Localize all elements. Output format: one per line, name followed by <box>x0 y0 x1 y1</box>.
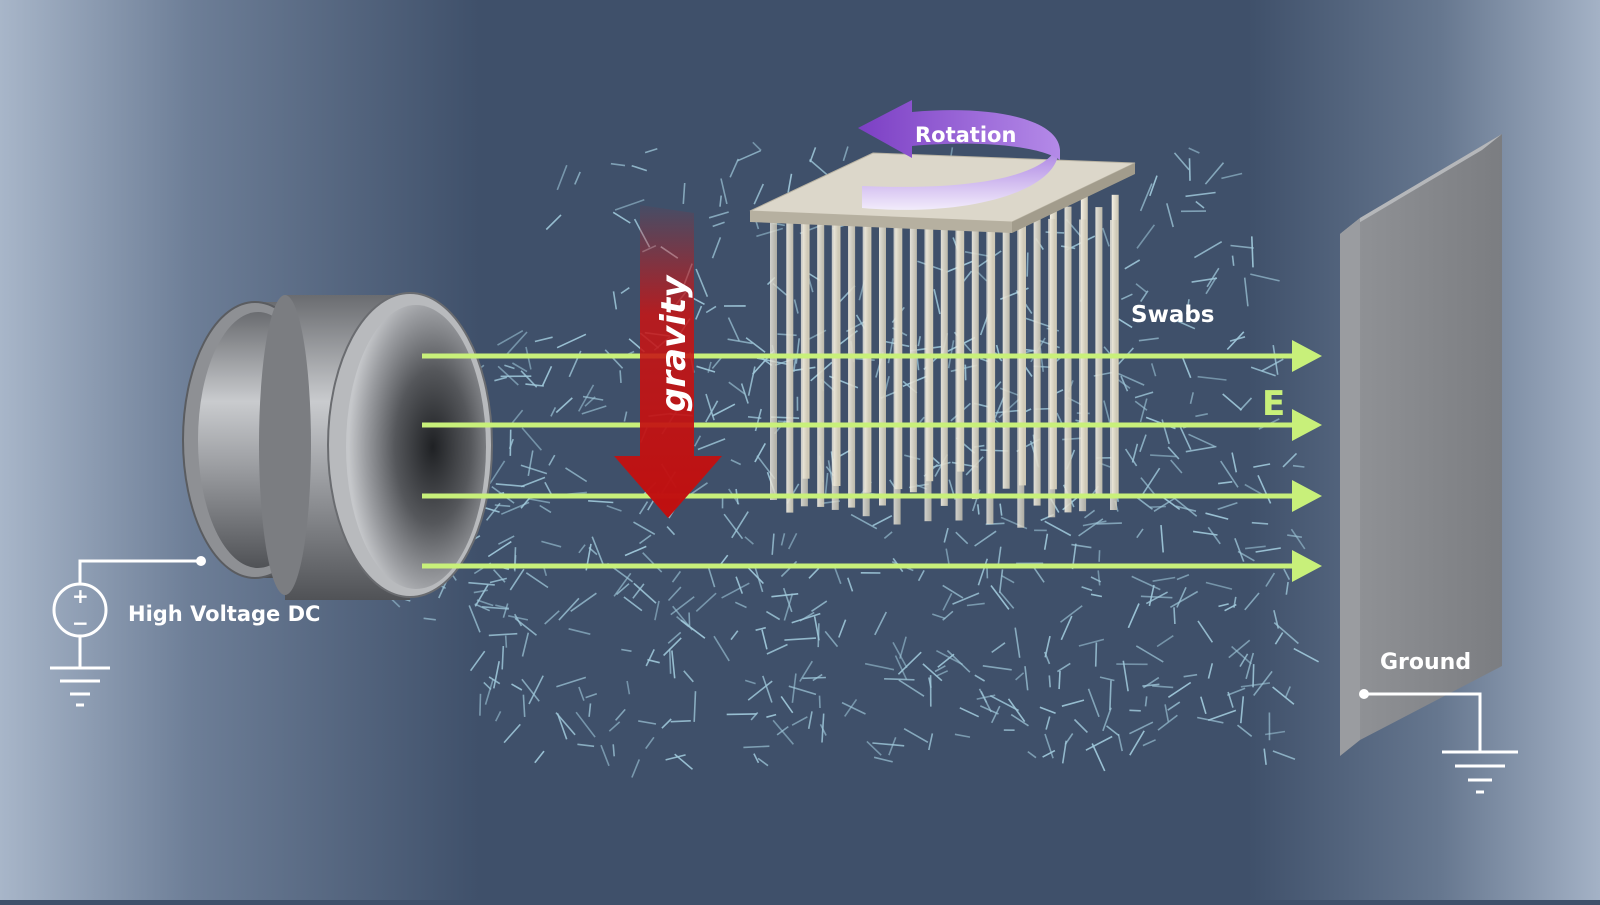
swab <box>1017 218 1024 527</box>
swab <box>910 204 917 492</box>
fiber <box>1099 550 1100 562</box>
fiber <box>515 555 516 571</box>
swab <box>832 215 839 510</box>
fiber <box>1174 607 1175 624</box>
swab <box>972 205 979 499</box>
fiber <box>689 613 690 628</box>
swab <box>1003 206 1010 489</box>
fiber <box>1059 671 1060 689</box>
fiber <box>1110 681 1111 711</box>
gravity-label: gravity <box>654 274 694 412</box>
fiber <box>506 636 507 648</box>
fiber <box>1027 253 1028 277</box>
fiber <box>1096 523 1122 524</box>
swab <box>894 216 901 524</box>
fiber <box>803 678 826 679</box>
swabs-label: Swabs <box>1131 302 1215 328</box>
swab <box>1095 207 1102 495</box>
fiber <box>671 721 691 722</box>
fiber <box>1096 643 1097 667</box>
fiber <box>727 714 757 715</box>
field-label: E <box>1262 384 1285 424</box>
fiber <box>480 694 481 716</box>
plus-sign: + <box>72 584 89 608</box>
swab <box>956 217 963 520</box>
fiber <box>978 504 979 514</box>
hv-source-label: High Voltage DC <box>128 602 320 626</box>
swab <box>1079 220 1086 512</box>
swabs <box>770 189 1119 527</box>
fiber <box>1190 158 1191 181</box>
rotation-label: Rotation <box>915 123 1016 147</box>
fiber <box>820 696 821 708</box>
fiber <box>884 679 914 680</box>
fiber <box>1253 664 1254 687</box>
swab <box>925 217 932 522</box>
fiber <box>1049 675 1050 687</box>
swab <box>1065 207 1072 513</box>
fiber <box>670 649 671 674</box>
cylinder-electrode <box>183 293 492 600</box>
swab <box>1110 220 1117 510</box>
swab <box>986 218 993 524</box>
fiber <box>613 744 614 756</box>
swab <box>863 216 870 517</box>
fiber <box>502 646 503 669</box>
fiber <box>620 370 621 383</box>
minus-sign: − <box>72 611 89 635</box>
fiber <box>1150 507 1166 508</box>
swab <box>801 215 808 507</box>
ground-label: Ground <box>1380 650 1471 675</box>
swab <box>1048 219 1055 517</box>
fiber <box>1129 710 1140 711</box>
